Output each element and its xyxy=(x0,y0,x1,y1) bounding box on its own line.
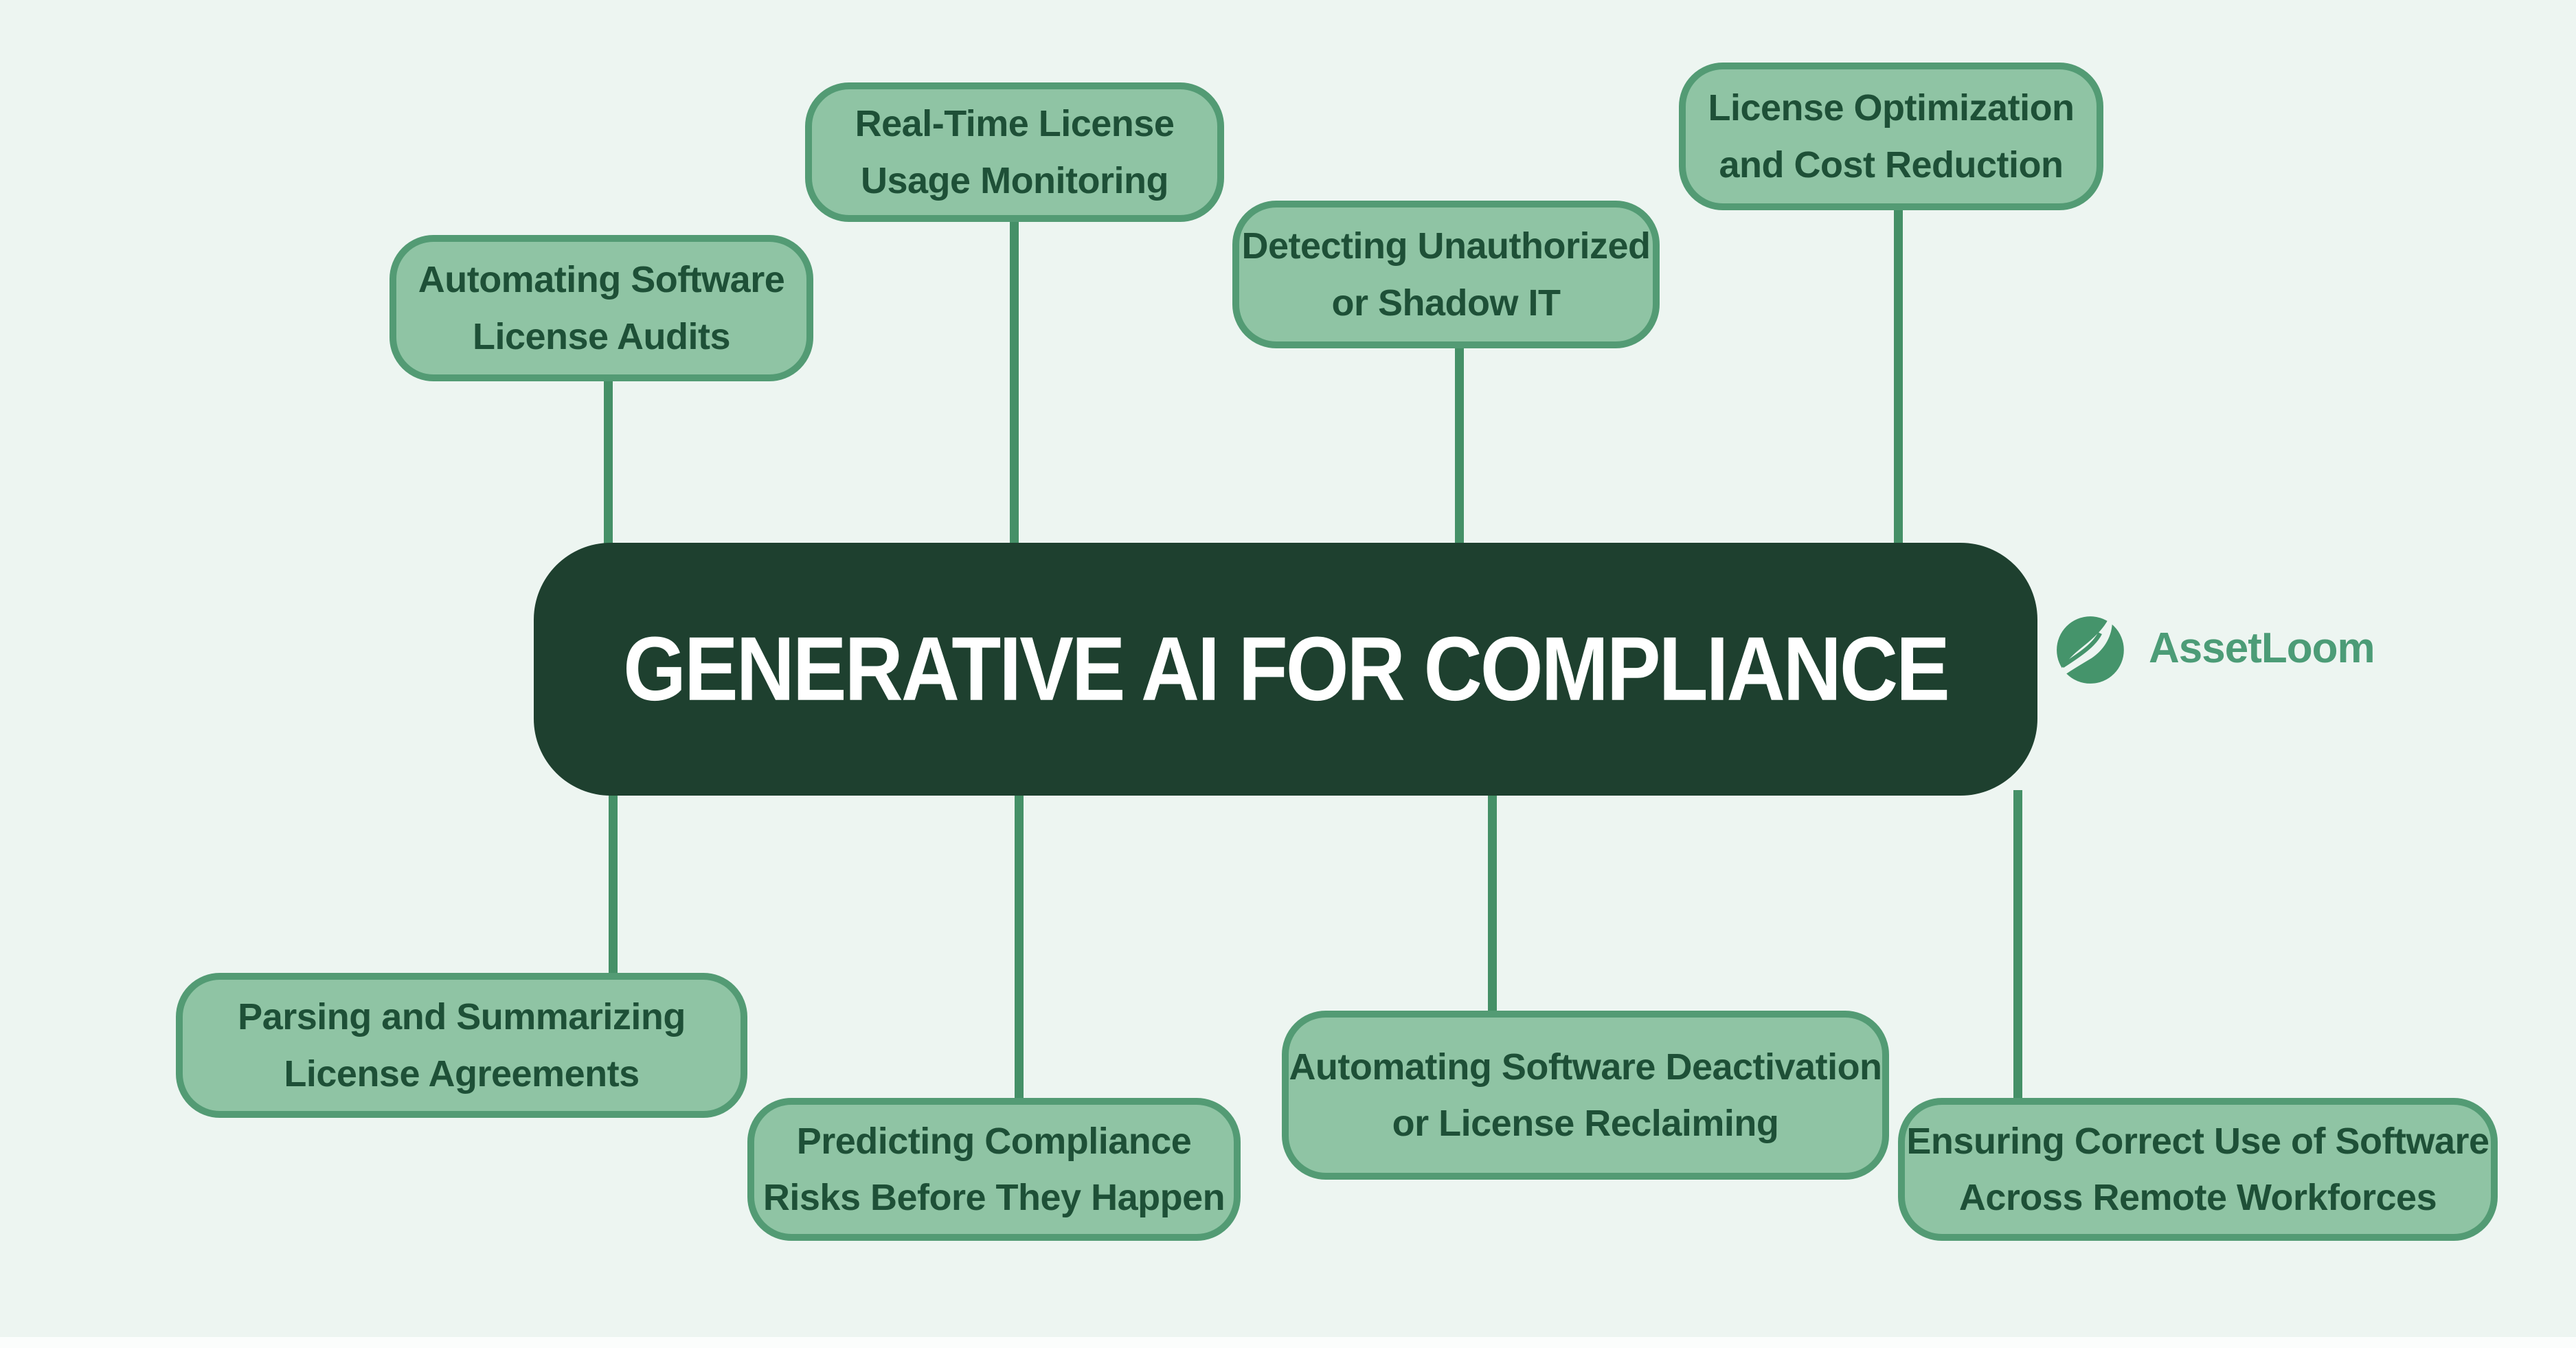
node-label: Usage Monitoring xyxy=(861,159,1169,201)
node-automating-software-deactivation-or-license-reclaiming: Automating Software Deactivation or Lice… xyxy=(1282,1011,1889,1180)
leaf-icon xyxy=(2054,612,2124,684)
connector-line xyxy=(609,790,618,1031)
node-predicting-compliance-risks-before-they-happen: Predicting Compliance Risks Before They … xyxy=(747,1098,1241,1241)
node-parsing-and-summarizing-license-agreements: Parsing and Summarizing License Agreemen… xyxy=(176,973,747,1118)
connector-line xyxy=(1455,289,1464,553)
assetloom-logo: AssetLoom xyxy=(2054,607,2375,688)
central-topic-box: GENERATIVE AI FOR COMPLIANCE xyxy=(534,543,2037,796)
node-label: Across Remote Workforces xyxy=(1958,1177,2437,1218)
connector-line xyxy=(2013,790,2022,1154)
node-label: Parsing and Summarizing xyxy=(238,996,686,1038)
node-label: or License Reclaiming xyxy=(1392,1103,1779,1144)
central-topic-title: GENERATIVE AI FOR COMPLIANCE xyxy=(623,618,1950,720)
connector-line xyxy=(1010,165,1019,553)
node-automating-software-license-audits: Automating Software License Audits xyxy=(389,235,813,381)
node-label: Detecting Unauthorized xyxy=(1241,225,1651,267)
connector-line xyxy=(1894,151,1903,553)
node-label: or Shadow IT xyxy=(1331,282,1561,324)
node-label: Risks Before They Happen xyxy=(762,1177,1225,1218)
node-label: Real-Time License xyxy=(855,103,1175,145)
node-label: License Audits xyxy=(472,315,731,357)
connector-line xyxy=(1015,790,1024,1154)
node-label: Automating Software Deactivation xyxy=(1289,1046,1882,1088)
node-label: Ensuring Correct Use of Software xyxy=(1906,1120,2489,1162)
node-label: Predicting Compliance xyxy=(796,1120,1192,1162)
connector-line xyxy=(1488,790,1497,1065)
node-label: Automating Software xyxy=(418,259,785,301)
node-label: License Optimization xyxy=(1708,87,2075,129)
node-real-time-license-usage-monitoring: Real-Time License Usage Monitoring xyxy=(805,82,1224,222)
node-label: License Agreements xyxy=(284,1053,640,1094)
node-label: and Cost Reduction xyxy=(1719,144,2064,186)
bottom-strip xyxy=(0,1337,2576,1348)
node-detecting-unauthorized-or-shadow-it: Detecting Unauthorized or Shadow IT xyxy=(1232,201,1660,348)
node-ensuring-correct-use-of-software-across-remote-workforces: Ensuring Correct Use of Software Across … xyxy=(1898,1098,2498,1241)
assetloom-wordmark: AssetLoom xyxy=(2149,624,2375,672)
node-license-optimization-and-cost-reduction: License Optimization and Cost Reduction xyxy=(1679,63,2103,210)
